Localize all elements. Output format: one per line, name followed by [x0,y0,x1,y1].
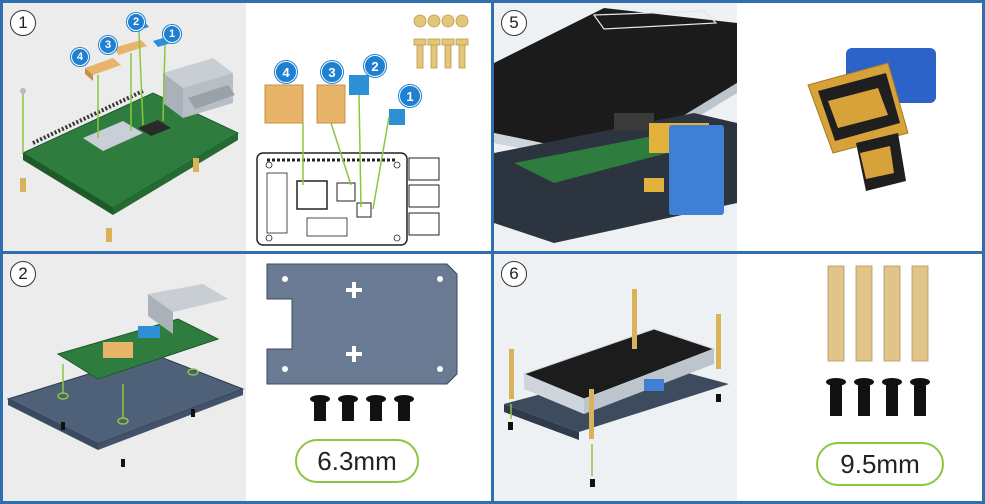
step-5-hdmi-adapter-render [738,3,982,251]
base-plate-illustration [6,284,245,467]
step-2-base-mount-render: 2 [3,254,246,501]
screw-length-label-long: 9.5mm [816,442,944,486]
board-outline-diagram [256,14,469,246]
heatsink-badge-1: 1 [163,25,181,43]
heatsink-badge-2-diagram: 2 [364,55,386,77]
step-5-screen-render: 5 [494,3,737,251]
board-heatsink-illustration [20,20,240,242]
step-1-board-render: 1 4 3 2 1 [3,3,246,251]
long-standoffs-screws [826,265,930,416]
heatsink-badge-1-diagram: 1 [399,85,421,107]
base-plate-topview [266,263,458,421]
screw-length-label-short: 6.3mm [295,439,419,483]
heatsink-badge-4: 4 [71,48,89,66]
step-number-6: 6 [501,261,527,287]
screen-hdmi-illustration [494,8,737,243]
final-assembly-illustration [504,289,729,487]
step-6-standoffs-and-screws: 9.5mm [738,254,982,501]
step-number-1: 1 [10,10,36,36]
step-6-final-assembly-render: 6 [494,254,737,501]
heatsink-badge-4-diagram: 4 [275,61,297,83]
step-number-2: 2 [10,261,36,287]
step-1-heatsink-placement-diagram: 4 3 2 1 [247,3,490,251]
hdmi-adapter-illustration [807,48,936,191]
heatsink-badge-2: 2 [127,13,145,31]
heatsink-badge-3: 3 [99,36,117,54]
heatsink-badge-3-diagram: 3 [321,61,343,83]
step-2-base-plate-and-screws: 6.3mm [247,254,490,501]
step-number-5: 5 [501,10,527,36]
frame-middle-vertical [491,0,494,504]
